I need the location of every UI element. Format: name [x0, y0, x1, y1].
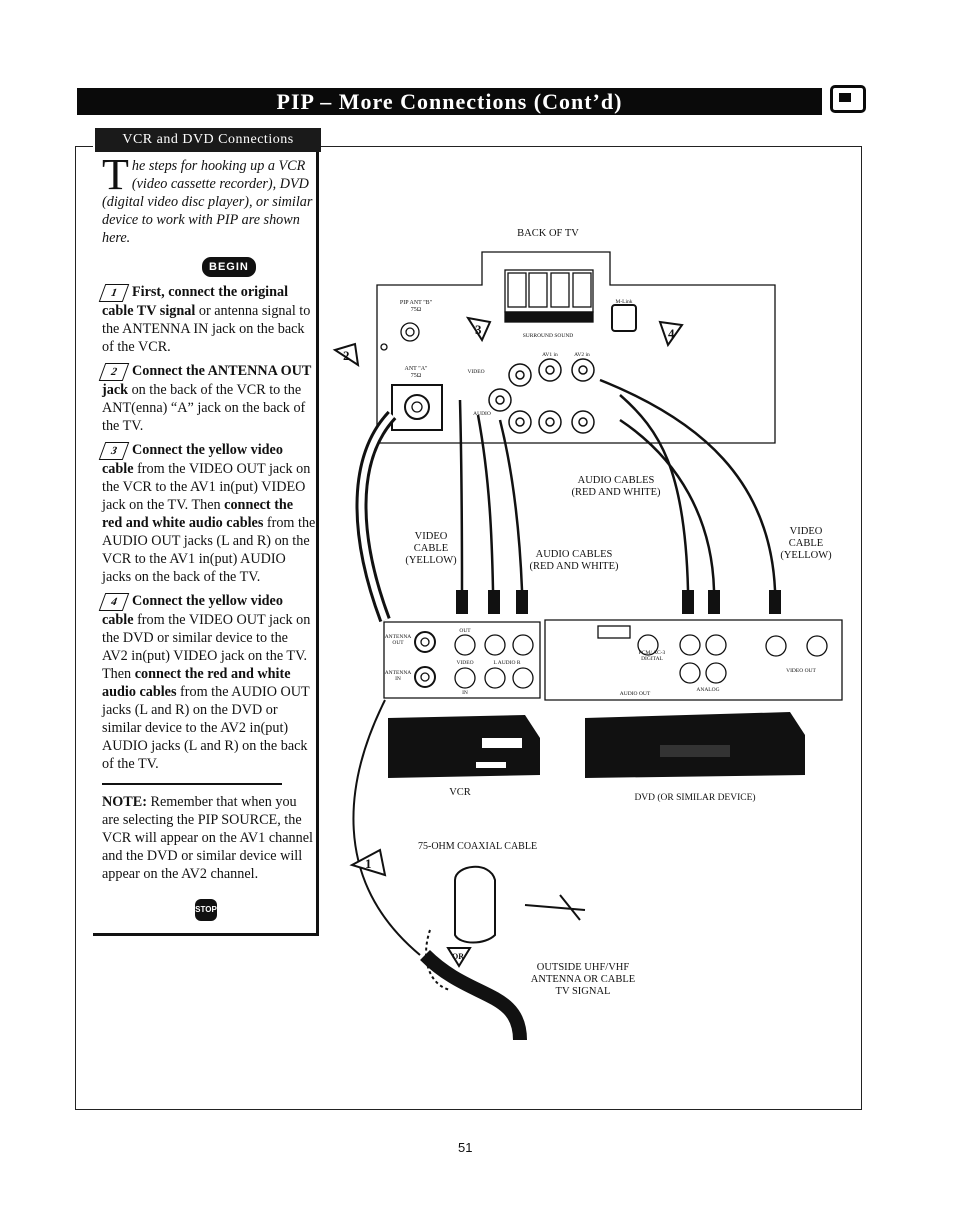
label-vcr: VCR [449, 787, 471, 798]
label-outside-antenna: OUTSIDE UHF/VHF ANTENNA OR CABLE TV SIGN… [530, 962, 636, 997]
label-vcr-audio: L AUDIO R [493, 660, 521, 666]
label-mlink: M-Link [615, 299, 633, 305]
label-vcr-ant-out: ANTENNA OUT [384, 634, 412, 646]
label-audio-cables-top: AUDIO CABLES (RED AND WHITE) [571, 475, 661, 498]
cable-plugs [456, 590, 781, 614]
step-bold: Connect the yellow video cable [102, 442, 283, 477]
label-av2in: AV2 in [574, 352, 590, 358]
note-divider [102, 783, 282, 785]
step-text-2: from the AUDIO OUT jacks (L and R) on th… [102, 684, 310, 772]
page-title: PIP – More Connections (Cont’d) [77, 88, 822, 115]
label-vcr-ant-in: ANTENNA IN [384, 670, 412, 682]
label-tv-audio: AUDIO [473, 411, 491, 417]
label-video-cable-right: VIDEO CABLE (YELLOW) [780, 526, 832, 561]
label-vcr-in: IN [462, 690, 468, 696]
step-bold: Connect the yellow video cable [102, 593, 283, 628]
dvd-unit [585, 712, 805, 778]
or-badge-label: OR [452, 952, 464, 961]
note-text: Remember that when you are selecting the… [102, 794, 313, 882]
vcr-unit [388, 715, 540, 778]
label-back-of-tv: BACK OF TV [517, 228, 579, 239]
callout-1: 1 [365, 856, 372, 871]
page-title-text: PIP – More Connections (Cont’d) [276, 89, 623, 114]
step-text: from the VIDEO OUT jack on the VCR to th… [102, 461, 311, 513]
label-dvd: DVD (OR SIMILAR DEVICE) [634, 793, 756, 803]
label-av1in: AV1 in [542, 352, 558, 358]
label-dvd-video-out: VIDEO OUT [786, 668, 816, 674]
label-dvd-analog: ANALOG [696, 687, 720, 693]
cables [352, 378, 777, 1041]
callout-4: 4 [668, 326, 675, 341]
label-vcr-out: OUT [459, 628, 471, 634]
stop-icon: STOP [195, 899, 217, 921]
dvd-back-panel [544, 619, 843, 701]
callout-3: 3 [475, 322, 482, 337]
step-callout-numbers: 3 2 4 1 OR [343, 322, 675, 961]
content-frame [75, 146, 862, 1110]
or-badge-icon [446, 947, 472, 968]
tv-av-jacks [488, 358, 595, 434]
step-bold-2: connect the red and white audio cables [102, 497, 294, 531]
step-bold-2: connect the red and white audio cables [102, 666, 291, 700]
tv-pip-icon [830, 85, 866, 113]
dropcap: T [102, 150, 129, 199]
vcr-back-panel [383, 621, 541, 699]
begin-badge: BEGIN [202, 257, 256, 277]
label-dvd-pcm: PCM/ AC-3 DIGITAL [638, 650, 666, 662]
note-paragraph: NOTE: Remember that when you are selecti… [102, 793, 316, 883]
label-surround-sound: SURROUND SOUND [522, 333, 574, 339]
tv-back-panel [376, 251, 776, 444]
wall-outlet [425, 865, 586, 991]
step-bold: Connect the ANTENNA OUT jack [102, 363, 312, 398]
intro-text: he steps for hooking up a VCR (video cas… [102, 158, 313, 246]
label-vcr-video: VIDEO [456, 660, 474, 666]
step-callouts [332, 316, 684, 877]
callout-2: 2 [343, 348, 350, 363]
label-video-cable-left: VIDEO CABLE (YELLOW) [405, 531, 457, 566]
label-tv-video: VIDEO [467, 369, 485, 375]
step-text: or antenna signal to the ANTENNA IN jack… [102, 303, 311, 355]
step-text-2: from the AUDIO OUT jacks (L and R) on th… [102, 515, 316, 585]
page-number: 51 [458, 1140, 473, 1155]
step-text: from the VIDEO OUT jack on the DVD or si… [102, 612, 311, 682]
step-bold: First, connect the original cable TV sig… [102, 284, 289, 319]
label-coax: 75-OHM COAXIAL CABLE [418, 841, 538, 852]
label-pip-ant-b: PIP ANT "B" 75Ω [399, 300, 433, 313]
note-label: NOTE: [102, 794, 147, 810]
label-ant-a: ANT "A" 75Ω [404, 366, 428, 379]
panel-heading: VCR and DVD Connections [95, 128, 321, 152]
label-dvd-audio-out: AUDIO OUT [619, 691, 651, 697]
label-audio-cables-mid: AUDIO CABLES (RED AND WHITE) [529, 549, 619, 572]
step-text: on the back of the VCR to the ANT(enna) … [102, 382, 306, 434]
